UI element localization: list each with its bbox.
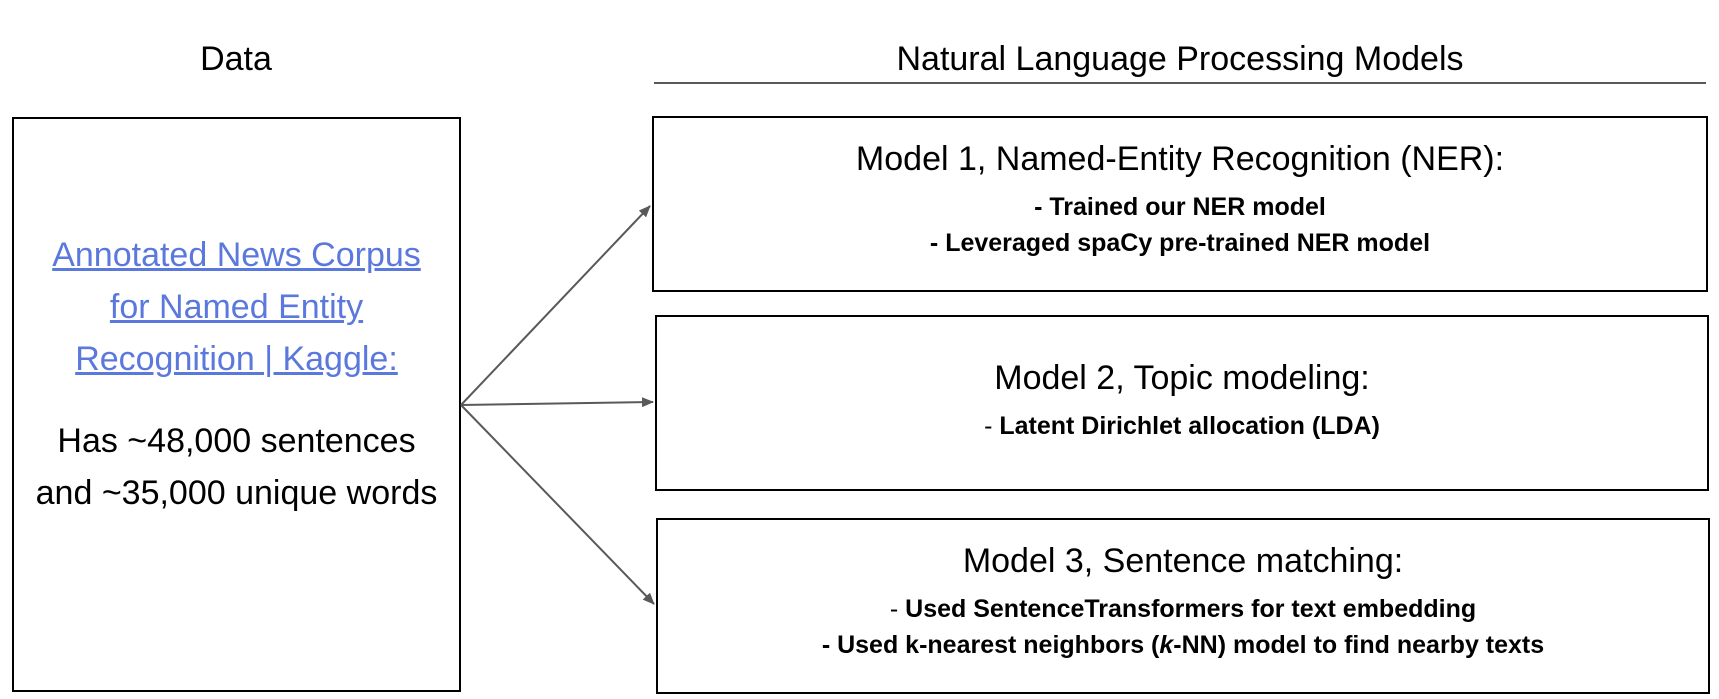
data-box: Annotated News Corpus for Named Entity R… — [12, 117, 461, 692]
dataset-description: Has ~48,000 sentences and ~35,000 unique… — [35, 422, 438, 512]
data-header: Data — [200, 40, 272, 78]
arrow-to-model-1 — [460, 205, 651, 406]
model-1-bullet-2: - Leveraged spaCy pre-trained NER model — [929, 229, 1431, 257]
arrow-to-model-2 — [460, 397, 654, 408]
data-box-content: Annotated News Corpus for Named Entity R… — [14, 229, 459, 519]
model-2-title: Model 2, Topic modeling: — [994, 359, 1370, 397]
model-2-bullet-text: Latent Dirichlet allocation (LDA) — [999, 412, 1380, 440]
model-3-bullet-1-dash: - — [889, 595, 906, 623]
model-3-bullet-2-post: -NN) model to find nearby texts — [1173, 631, 1545, 659]
model-3-bullet-1: - Used SentenceTransformers for text emb… — [658, 591, 1708, 627]
models-header: Natural Language Processing Models — [896, 40, 1464, 78]
kaggle-dataset-link[interactable]: Annotated News Corpus for Named Entity R… — [52, 236, 421, 378]
model-3-bullet-2-k: k — [1159, 631, 1174, 659]
model-1-box: Model 1, Named-Entity Recognition (NER):… — [652, 116, 1708, 292]
model-2-bullet-1: - Latent Dirichlet allocation (LDA) — [657, 408, 1707, 444]
model-3-bullet-2: - Used k-nearest neighbors (k-NN) model … — [658, 627, 1708, 663]
model-2-box: Model 2, Topic modeling: - Latent Dirich… — [655, 315, 1709, 491]
model-3-bullet-1-text: Used SentenceTransformers for text embed… — [905, 595, 1477, 623]
model-2-bullet-dash: - — [984, 412, 1000, 440]
model-1-title: Model 1, Named-Entity Recognition (NER): — [855, 140, 1505, 178]
model-1-bullet-1: - Trained our NER model — [1034, 193, 1326, 221]
model-3-box: Model 3, Sentence matching: - Used Sente… — [656, 518, 1710, 694]
arrow-to-model-3 — [460, 404, 655, 605]
model-3-bullet-2-pre: - Used k-nearest neighbors ( — [821, 631, 1160, 659]
header-rule — [654, 82, 1706, 84]
model-3-title: Model 3, Sentence matching: — [962, 542, 1404, 580]
